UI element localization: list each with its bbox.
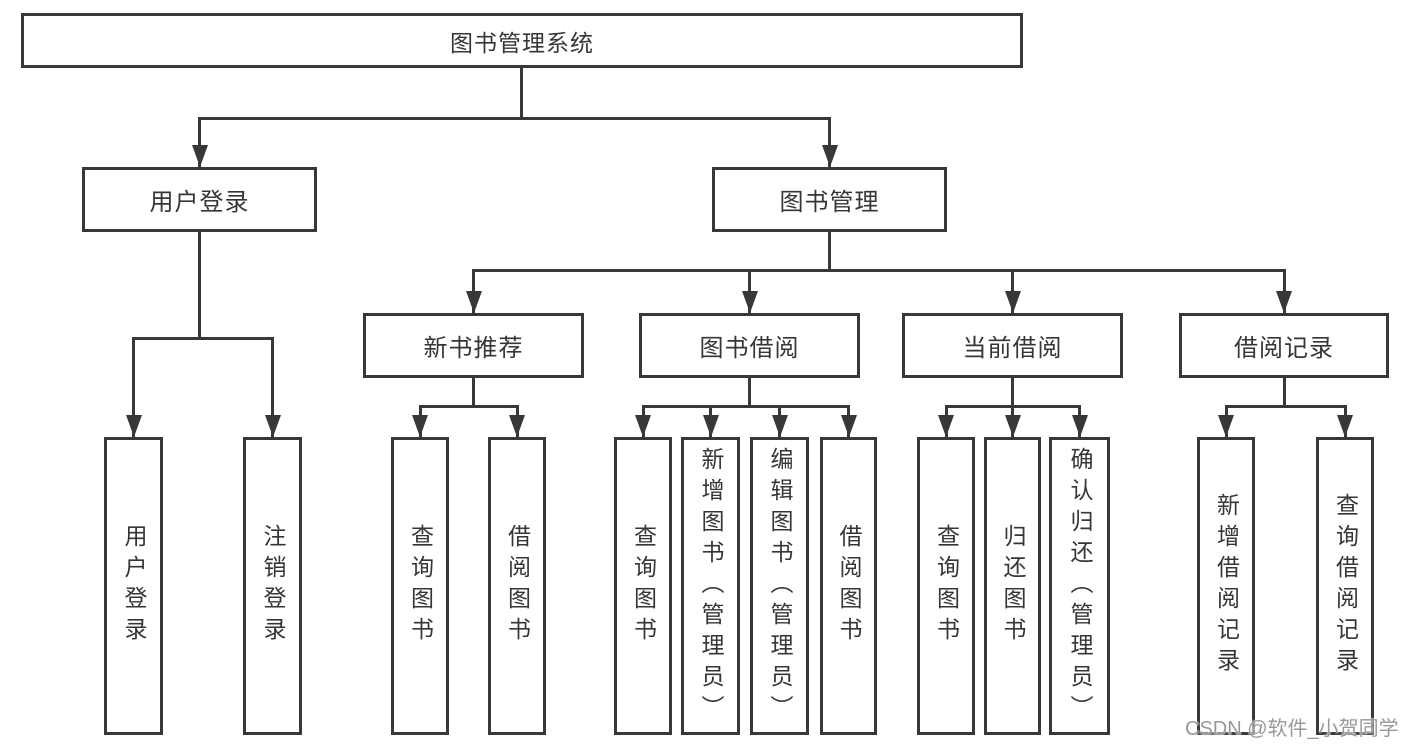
leaf-label: 查询图书 <box>407 524 434 648</box>
leaf-label: 新增借阅记录 <box>1213 493 1240 679</box>
connector-line <box>472 378 475 408</box>
leaf-borrowing-add-book-admin: 新增图书（管理员） <box>681 437 740 735</box>
arrow-down-icon <box>1218 415 1234 437</box>
arrow-down-icon <box>509 415 525 437</box>
leaf-user-login: 用户登录 <box>104 437 163 735</box>
leaf-logout: 注销登录 <box>243 437 302 735</box>
arrow-down-icon <box>938 415 954 437</box>
connector-line <box>419 405 519 408</box>
node-system-root: 图书管理系统 <box>21 13 1023 68</box>
arrow-down-icon <box>1072 415 1088 437</box>
node-user-login: 用户登录 <box>82 167 317 232</box>
node-label: 新书推荐 <box>423 335 524 362</box>
connector-line <box>198 232 201 340</box>
leaf-current-confirm-return-admin: 确认归还（管理员） <box>1049 437 1110 735</box>
leaf-label: 借阅图书 <box>504 524 531 648</box>
leaf-label: 查询图书 <box>933 524 960 648</box>
connector-line <box>198 117 831 120</box>
connector-line <box>1283 378 1286 408</box>
node-new-book-recommend: 新书推荐 <box>363 313 584 378</box>
connector-line <box>642 405 850 408</box>
connector-line <box>1225 405 1347 408</box>
arrow-down-icon <box>126 415 142 437</box>
watermark: CSDN @软件_小贺同学 <box>1185 718 1399 740</box>
connector-line <box>472 269 1286 272</box>
leaf-label: 确认归还（管理员） <box>1067 446 1093 726</box>
arrow-down-icon <box>635 415 651 437</box>
leaf-records-query-record: 查询借阅记录 <box>1316 437 1374 735</box>
arrow-down-icon <box>841 415 857 437</box>
leaf-label: 新增图书（管理员） <box>698 446 724 726</box>
connector-line <box>520 68 523 120</box>
leaf-current-query-book: 查询图书 <box>917 437 975 735</box>
leaf-borrowing-edit-book-admin: 编辑图书（管理员） <box>750 437 809 735</box>
leaf-label: 查询图书 <box>630 524 657 648</box>
node-book-management: 图书管理 <box>712 167 947 232</box>
leaf-label: 编辑图书（管理员） <box>767 446 793 726</box>
arrow-down-icon <box>822 145 838 167</box>
arrow-down-icon <box>466 291 482 313</box>
leaf-records-add-record: 新增借阅记录 <box>1197 437 1255 735</box>
leaf-borrowing-borrow-book: 借阅图书 <box>820 437 877 735</box>
node-label: 借阅记录 <box>1234 335 1334 362</box>
node-label: 当前借阅 <box>962 335 1063 362</box>
node-label: 图书管理系统 <box>450 29 594 56</box>
arrow-down-icon <box>703 415 719 437</box>
connector-line <box>828 117 831 167</box>
arrow-down-icon <box>742 291 758 313</box>
leaf-label: 借阅图书 <box>836 524 862 648</box>
connector-line <box>748 378 751 408</box>
arrow-down-icon <box>265 415 281 437</box>
leaf-label: 用户登录 <box>121 524 147 648</box>
node-borrowing-records: 借阅记录 <box>1179 313 1389 378</box>
leaf-label: 查询借阅记录 <box>1332 493 1359 679</box>
node-label: 图书管理 <box>779 189 880 216</box>
connector-line <box>828 232 831 272</box>
leaf-borrowing-query-book: 查询图书 <box>614 437 672 735</box>
leaf-label: 注销登录 <box>260 524 286 648</box>
node-label: 图书借阅 <box>699 335 800 362</box>
connector-line <box>1011 378 1014 408</box>
arrow-down-icon <box>1276 291 1292 313</box>
node-label: 用户登录 <box>149 189 250 216</box>
node-book-borrowing: 图书借阅 <box>639 313 860 378</box>
arrow-down-icon <box>1005 415 1021 437</box>
arrow-down-icon <box>412 415 428 437</box>
connector-line <box>198 117 201 167</box>
leaf-current-return-book: 归还图书 <box>984 437 1041 735</box>
leaf-recommend-query-book: 查询图书 <box>391 437 449 735</box>
connector-line <box>271 337 274 437</box>
leaf-label: 归还图书 <box>1000 524 1026 648</box>
arrow-down-icon <box>1337 415 1353 437</box>
arrow-down-icon <box>1005 291 1021 313</box>
arrow-down-icon <box>192 145 208 167</box>
leaf-recommend-borrow-book: 借阅图书 <box>488 437 546 735</box>
connector-line <box>132 337 135 437</box>
connector-line <box>132 337 274 340</box>
arrow-down-icon <box>772 415 788 437</box>
node-current-borrowing: 当前借阅 <box>902 313 1123 378</box>
